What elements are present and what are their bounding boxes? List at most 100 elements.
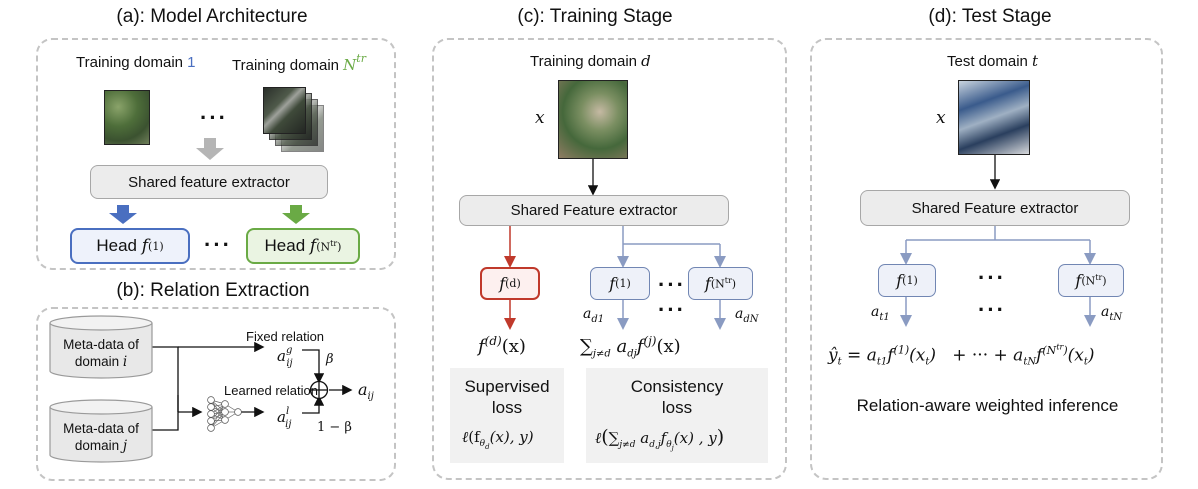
head-1-train: f(1) [590, 267, 650, 300]
metadata-i-word: domain [74, 354, 120, 369]
eq-f1-arg-close: ) [929, 345, 937, 366]
satellite-image-domain-N [263, 87, 306, 134]
panel-b-frame [36, 307, 396, 481]
training-domain-d-label: Training domain d [530, 52, 651, 70]
weight-a-tN: atN [1101, 304, 1122, 323]
eq-f1-arg-sub: t [925, 356, 930, 368]
weight-a-d1-base: a [583, 306, 592, 322]
metadata-i-var: i [122, 354, 128, 370]
eq-a1: a [866, 345, 877, 366]
head-1-label: Head [96, 236, 137, 255]
eq-f1-arg: (x [909, 345, 926, 366]
weight-a-t1-sub: t1 [879, 311, 890, 323]
metadata-j-line1: Meta-data of [63, 421, 139, 436]
shared-feature-extractor-c: Shared Feature extractor [459, 195, 729, 226]
head-d-f: f [499, 274, 506, 293]
panel-c-frame [432, 38, 787, 480]
head-N-test-sup-close: ) [1102, 274, 1107, 288]
weight-a-dN-sub: dN [743, 313, 759, 325]
head-1-test: f(1) [878, 264, 936, 297]
consistency-loss-line2: loss [661, 398, 693, 417]
a-learned-sup: l [285, 406, 290, 417]
head-N-label: Head [264, 236, 306, 255]
head-d-sup: (d) [505, 277, 521, 290]
eq-f1-sup: (1) [893, 343, 910, 357]
consistency-loss-sum-sub: j≠d [619, 440, 636, 450]
test-domain-t-label: Test domain t [947, 52, 1038, 70]
consistency-output-f: f [636, 336, 644, 357]
supervised-output: f(d)(x) [478, 334, 526, 357]
head-1-sup: (1) [148, 239, 164, 253]
test-domain-t-text: Test domain [947, 53, 1028, 70]
a-ij-output: aij [358, 380, 374, 402]
weight-a-d1: ad1 [583, 306, 604, 325]
panel-a-title: (a): Model Architecture [116, 6, 308, 27]
head-N-test-sup-tr: tr [1095, 273, 1103, 283]
neural-network-icon [207, 396, 242, 432]
head-N-sup-close: ) [337, 240, 342, 254]
blue-block-arrow [109, 205, 137, 224]
weight-a-d1-sub: d1 [591, 313, 605, 325]
head-1-f: f [141, 236, 149, 256]
consistency-loss-open: ( [601, 426, 609, 448]
a-learned-base: a [277, 408, 286, 426]
consistency-loss-sum: ∑ [608, 429, 620, 447]
metadata-cylinder-i [49, 315, 153, 379]
metadata-i-label: Meta-data of domain i [50, 336, 152, 371]
relation-connectors [152, 341, 353, 431]
head-N-test: f(Ntr) [1058, 264, 1124, 297]
a-learned: alij [277, 406, 295, 430]
consistency-loss-a: a [640, 429, 650, 447]
consistency-loss-theta: θ [666, 440, 672, 450]
supervised-loss-ell: ℓ [462, 428, 469, 446]
a-fixed-base: a [277, 347, 286, 365]
supervised-loss-title: Supervised loss [450, 376, 564, 418]
input-x-train: x [535, 108, 545, 128]
panel-a-frame [36, 38, 396, 270]
a-fixed: ag ij [277, 345, 299, 369]
metadata-j-var: j [122, 438, 128, 454]
gray-block-arrow [196, 138, 224, 160]
consistency-loss-a-sub: d,j [649, 440, 661, 450]
consistency-loss-rest: (x) , y [673, 429, 717, 447]
supervised-loss-line1: Supervised [464, 377, 550, 396]
supervised-loss-formula: ℓ(fθd(x), y) [462, 428, 534, 451]
consistency-loss-ell: ℓ [595, 429, 602, 447]
weight-ellipsis-test: ··· [978, 297, 1006, 322]
metadata-j-word: domain [74, 438, 120, 453]
a-ij-sub: ij [367, 391, 374, 403]
eq-fN-sup-tr: tr [1056, 342, 1064, 351]
a-fixed-sub: ij [286, 358, 293, 369]
metadata-j-label: Meta-data of domain j [50, 420, 152, 455]
eq-fN: f [1036, 345, 1043, 366]
eq-a1-sub: t1 [876, 356, 888, 368]
head-1-test-sup: (1) [902, 274, 918, 287]
consistency-output-sum-sub: j≠d [592, 348, 611, 360]
weight-a-dN-base: a [735, 306, 744, 322]
head-N-train-sup: (N [710, 277, 725, 291]
head-N-test-f: f [1075, 271, 1082, 290]
learned-relation-label: Learned relation [224, 383, 318, 398]
eq-fN-sup-close: ) [1063, 343, 1068, 357]
test-domain-t-var: t [1032, 52, 1039, 70]
eq-fN-sup: (N [1042, 343, 1057, 357]
supervised-output-sup: (d) [484, 334, 502, 348]
a-fixed-sup: g [285, 345, 293, 356]
eq-f1: f [887, 345, 894, 366]
weight-a-dN: adN [735, 306, 759, 325]
head-N-sup-tr: tr [330, 238, 338, 248]
training-domain-N-label: Training domain Ntr [232, 52, 366, 74]
head-d-train: f(d) [480, 267, 540, 300]
inference-caption: Relation-aware weighted inference [856, 396, 1119, 415]
eq-equals: = [841, 345, 867, 366]
consistency-output-a-sub: dj [627, 348, 637, 360]
head-1-train-f: f [609, 274, 616, 293]
eq-aN-sub: tN [1023, 356, 1037, 368]
eq-fN-arg-close: ) [1087, 345, 1095, 366]
supervised-loss-rest: (x), y) [489, 428, 534, 446]
supervised-loss-theta-d: d [485, 442, 490, 451]
head-N-train-sup-close: ) [731, 277, 737, 291]
weight-a-t1: at1 [871, 304, 890, 323]
training-domain-d-text: Training domain [530, 53, 637, 70]
